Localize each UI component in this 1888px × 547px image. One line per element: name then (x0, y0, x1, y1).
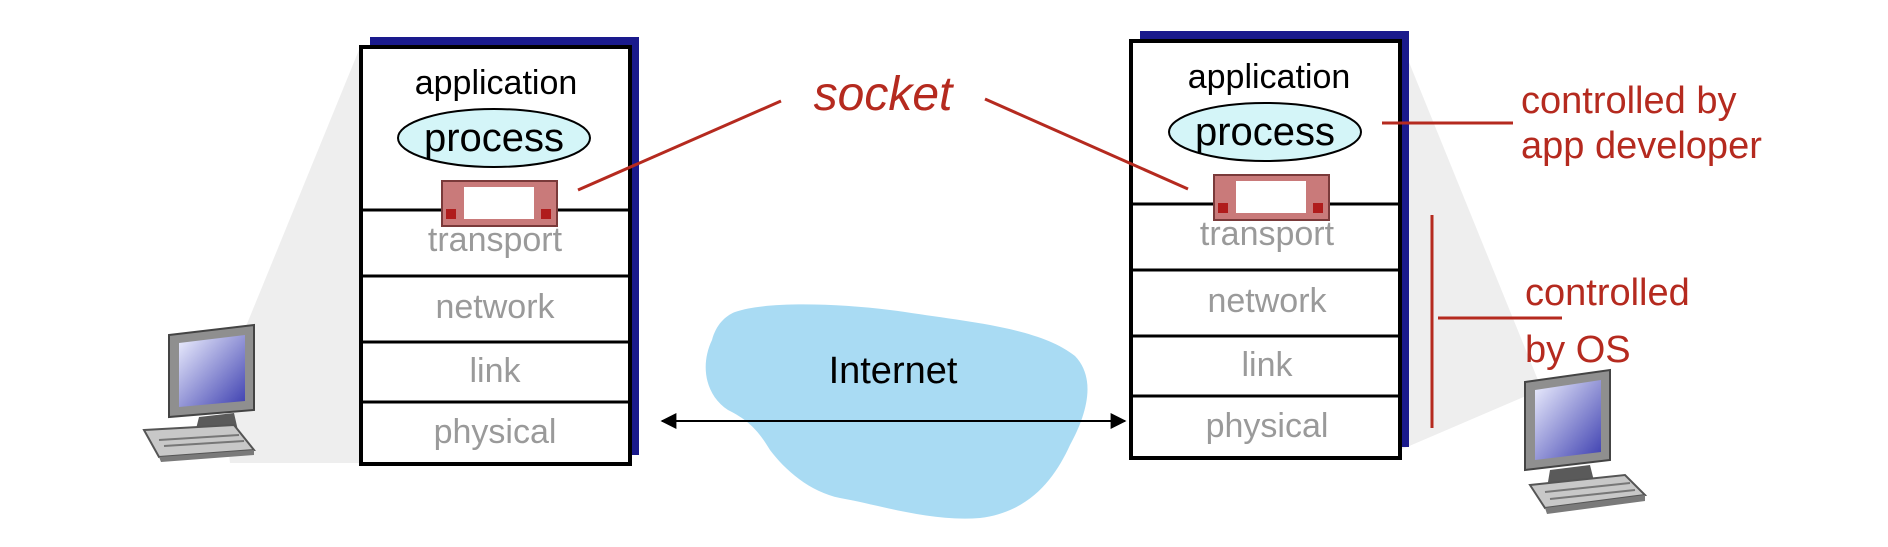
left-application-label: application (415, 64, 578, 102)
desktop-computer-icon (142, 323, 256, 462)
socket-pointer-right (984, 97, 1189, 191)
left-protocol-stack: application process transport network li… (359, 37, 639, 466)
app-developer-line-1: controlled by (1521, 80, 1736, 122)
socket-pointer-left (577, 99, 782, 192)
right-network-label: network (1207, 282, 1327, 320)
app-developer-line-2: app developer (1521, 125, 1762, 167)
left-link-label: link (469, 352, 521, 390)
left-transport-label: transport (428, 221, 563, 259)
left-network-label: network (435, 288, 555, 326)
desktop-computer-icon (1524, 368, 1648, 514)
right-zoom-wedge (1400, 40, 1540, 450)
right-application-label: application (1188, 58, 1351, 96)
right-process-label: process (1195, 110, 1335, 154)
left-process-label: process (424, 116, 564, 160)
left-socket-icon (441, 180, 558, 227)
left-process-ellipse (397, 108, 591, 168)
os-annotation: controlled by OS (1525, 272, 1700, 371)
socket-label: socket (814, 68, 954, 121)
os-line-2: by OS (1525, 329, 1631, 371)
right-process-ellipse (1168, 102, 1362, 162)
internet-cloud (705, 304, 1088, 519)
right-socket-icon (1213, 174, 1330, 221)
internet-label: Internet (829, 350, 958, 392)
os-line-1: controlled (1525, 272, 1690, 314)
left-physical-label: physical (434, 413, 557, 451)
right-protocol-stack: application process transport network li… (1129, 31, 1409, 460)
app-developer-annotation: controlled by app developer (1521, 80, 1762, 167)
left-zoom-wedge (222, 45, 361, 463)
right-link-label: link (1241, 346, 1293, 384)
right-transport-label: transport (1200, 215, 1335, 253)
right-physical-label: physical (1206, 407, 1329, 445)
